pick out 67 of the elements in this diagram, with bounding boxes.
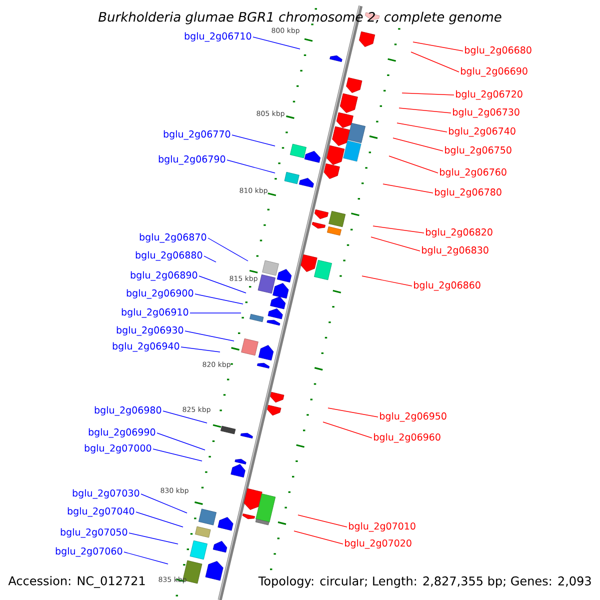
leader-line [232,134,276,146]
leader-line [372,226,424,234]
leader-line [328,408,378,418]
gene-label: bglu_2g06760 [440,168,506,178]
title: Burkholderia glumae BGR1 chromosome 2, complete genome [98,12,502,24]
gene-label: bglu_2g07040 [68,507,134,517]
leader-line [388,156,438,174]
gene-label: bglu_2g06790 [158,155,226,165]
gene-label: bglu_2g06930 [116,326,184,336]
gene-label: bglu_2g06860 [414,281,480,291]
gene-label: bglu_2g06780 [435,188,502,198]
gene-label: bglu_2g06710 [184,32,252,42]
gene-label: bglu_2g06900 [126,289,194,299]
leader-line [190,312,242,314]
leader-line [298,514,348,528]
gene-label: bglu_2g06950 [380,412,446,422]
leader-line [322,422,372,438]
leader-line [128,532,178,544]
leader-line [396,122,448,132]
leader-line [156,432,206,450]
gene-label: bglu_2g06990 [88,428,156,438]
leader-line [410,52,460,72]
gene-label: bglu_2g07020 [345,539,412,549]
leader-line [362,276,412,286]
leader-line [252,36,300,50]
gene-label: bglu_2g06820 [426,228,492,238]
leader-line [136,512,184,528]
leader-line [180,346,220,352]
gene-label: bglu_2g07030 [72,489,140,499]
gene-label: bglu_2g06770 [164,130,230,140]
leader-line [226,160,276,174]
gene-label: bglu_2g06720 [456,90,522,100]
leader-line [392,138,444,152]
leader-line [198,276,246,294]
gene-label: bglu_2g07050 [60,528,128,538]
gene-label: bglu_2g06880 [136,251,202,261]
gene-label: bglu_2g07010 [349,522,416,532]
gene-label: bglu_2g06980 [94,406,162,416]
gene-label: bglu_2g06750 [445,146,512,156]
leader-line [140,494,188,514]
leader-line [184,330,234,342]
leader-line [412,42,464,52]
gene-label: bglu_2g06890 [130,271,198,281]
leader-line [194,294,244,304]
leader-line [370,236,420,252]
gene-label: bglu_2g07000 [84,444,152,454]
leader-line [208,238,248,262]
accession-text: Accession: NC_012721 [8,576,145,588]
gene-label: bglu_2g06830 [422,246,488,256]
leader-line [204,256,216,262]
leader-line [162,410,208,424]
genome-info-text: Topology: circular; Length: 2,827,355 bp; Genes: 2,093 [258,576,592,588]
leader-line [402,92,454,96]
gene-label: bglu_2g07060 [56,547,122,557]
leader-line [398,108,452,114]
leader-line [294,530,344,544]
gene-label: bglu_2g06680 [465,46,532,56]
gene-label: bglu_2g06740 [449,127,516,137]
leader-line [382,184,434,194]
gene-label: bglu_2g06940 [112,342,180,352]
gene-label: bglu_2g06910 [122,308,188,318]
gene-label: bglu_2g06870 [140,233,206,243]
gene-label: bglu_2g06960 [374,433,440,443]
gene-label: bglu_2g06690 [461,67,528,77]
leader-line [152,448,202,462]
gene-label: bglu_2g06730 [453,108,520,118]
leader-line [124,552,168,564]
